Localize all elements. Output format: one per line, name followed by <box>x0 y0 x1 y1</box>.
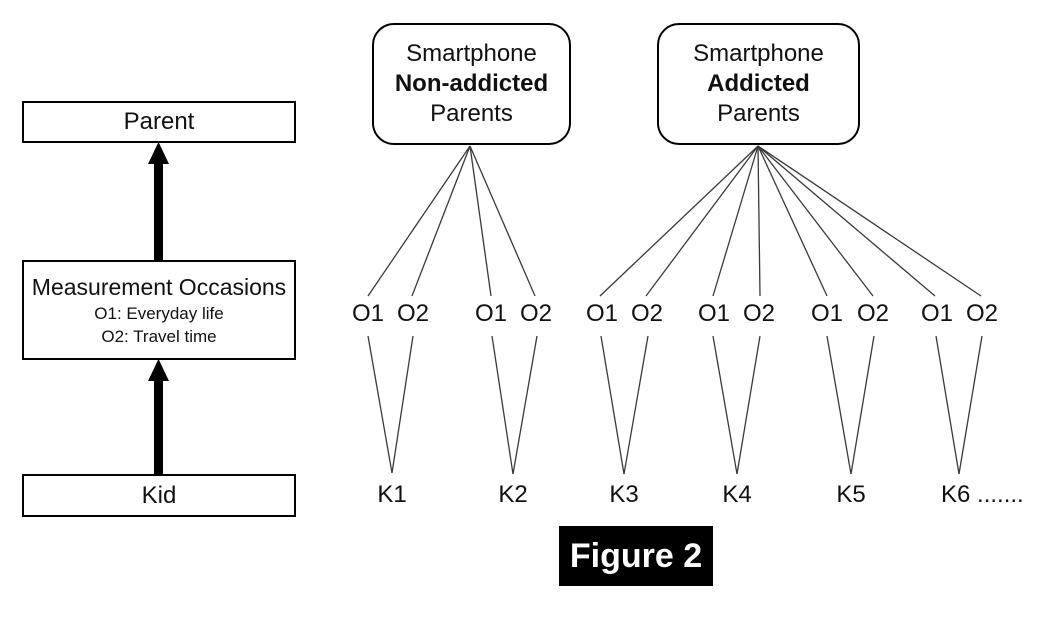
measurement-occasions-box: Measurement Occasions O1: Everyday life … <box>22 260 296 360</box>
parent-box: Parent <box>22 101 296 143</box>
occasion-label-o2-pair3: O2 <box>630 300 664 327</box>
measurement-occasions-title: Measurement Occasions <box>31 274 287 300</box>
occasion-label-o1-pair5: O1 <box>810 300 844 327</box>
occasion-label-o1-pair3: O1 <box>585 300 619 327</box>
figure-caption: Figure 2 <box>559 526 713 586</box>
fan-lines-nonaddicted <box>367 145 536 297</box>
occasion-label-o1-pair1: O1 <box>351 300 385 327</box>
occasion-label-o2-pair1: O2 <box>396 300 430 327</box>
group-box-nonaddicted-parents: Smartphone Non-addicted Parents <box>372 23 571 145</box>
kid-label-k5: K5 <box>836 481 866 508</box>
fan-lines-addicted <box>599 145 982 297</box>
kid-label-k6: K6 ....... <box>941 481 1024 508</box>
occasion2-definition: O2: Travel time <box>101 327 217 346</box>
occasion-label-o2-pair4: O2 <box>742 300 776 327</box>
kid-label-k2: K2 <box>498 481 528 508</box>
kid-label-k1: K1 <box>377 481 407 508</box>
occasion-label-o2-pair6: O2 <box>965 300 999 327</box>
occasion-to-kid-lines <box>367 335 983 475</box>
arrow-measurement-to-parent <box>148 142 169 260</box>
group2-line2: Addicted <box>707 70 810 97</box>
group1-line2: Non-addicted <box>394 70 549 97</box>
arrow-kid-to-measurement <box>148 359 169 474</box>
occasion-label-o2-pair5: O2 <box>856 300 890 327</box>
occasion-label-o1-pair2: O1 <box>474 300 508 327</box>
group-box-addicted-parents: Smartphone Addicted Parents <box>657 23 860 145</box>
group1-line3: Parents <box>430 100 513 127</box>
kid-label-k4: K4 <box>722 481 752 508</box>
parent-box-label: Parent <box>123 108 195 135</box>
occasion1-definition: O1: Everyday life <box>94 304 224 323</box>
kid-box-label: Kid <box>141 481 177 509</box>
group1-line1: Smartphone <box>406 40 537 67</box>
kid-box: Kid <box>22 474 296 517</box>
kid-label-k3: K3 <box>609 481 639 508</box>
figure-caption-text: Figure 2 <box>569 536 703 575</box>
group2-line3: Parents <box>717 100 800 127</box>
occasion-label-o1-pair6: O1 <box>920 300 954 327</box>
group2-line1: Smartphone <box>693 40 824 67</box>
occasion-label-o2-pair2: O2 <box>519 300 553 327</box>
occasion-label-o1-pair4: O1 <box>697 300 731 327</box>
